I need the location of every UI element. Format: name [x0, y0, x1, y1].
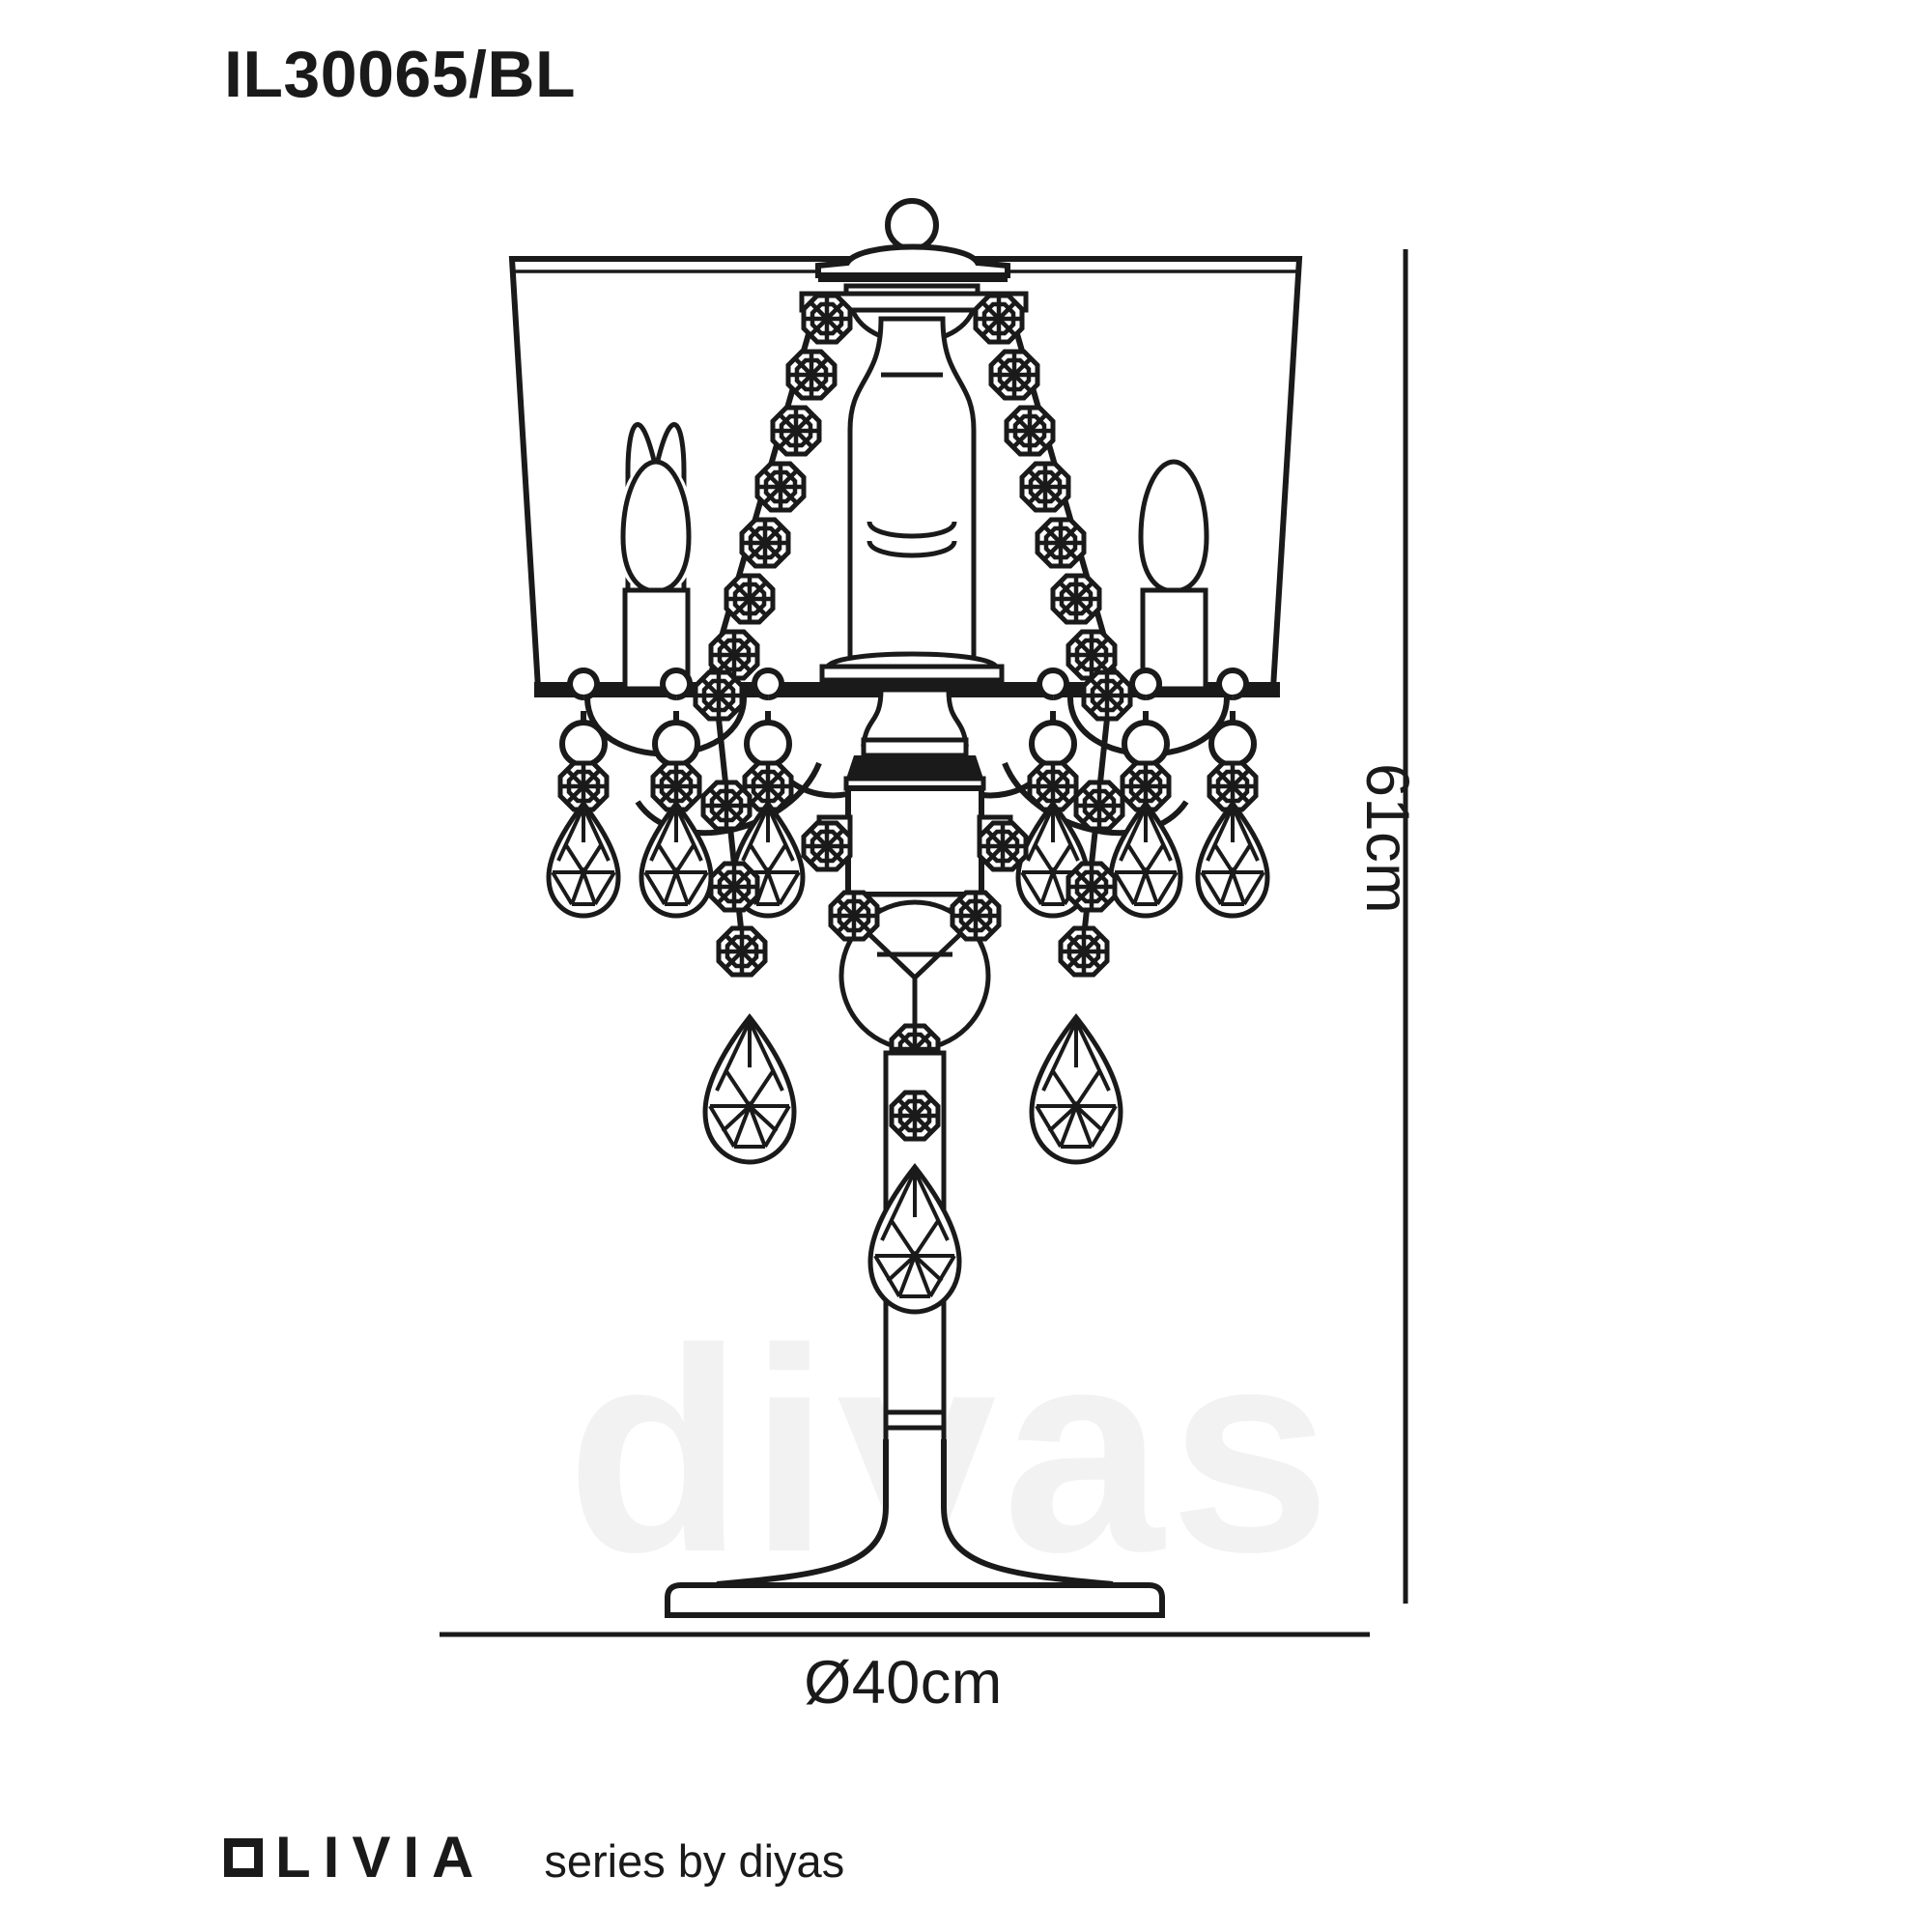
crystal-drop-left — [703, 718, 794, 1162]
candle-bulb-left — [619, 422, 693, 692]
crystal-drop-right — [1032, 718, 1122, 1162]
series-name-text: LIVIA — [275, 1825, 487, 1889]
product-code: IL30065/BL — [224, 38, 577, 111]
crystal-bead-chain-right — [976, 296, 1130, 719]
series-name: LIVIA — [224, 1824, 486, 1890]
dimension-lines — [440, 249, 1408, 1637]
crystal-bead-chain-left — [696, 296, 850, 719]
square-o-logo-icon — [224, 1837, 263, 1877]
series-tagline: series by diyas — [544, 1834, 845, 1887]
height-dimension-label: 61cm — [1353, 763, 1421, 915]
central-hub-body — [816, 687, 1013, 1052]
flared-base — [665, 1439, 1165, 1618]
finial — [799, 198, 1029, 345]
central-column — [819, 316, 1005, 683]
width-dimension-label: Ø40cm — [804, 1649, 1003, 1717]
footer-branding: LIVIA series by diyas — [224, 1824, 844, 1890]
candle-bulb-right — [1138, 459, 1209, 692]
